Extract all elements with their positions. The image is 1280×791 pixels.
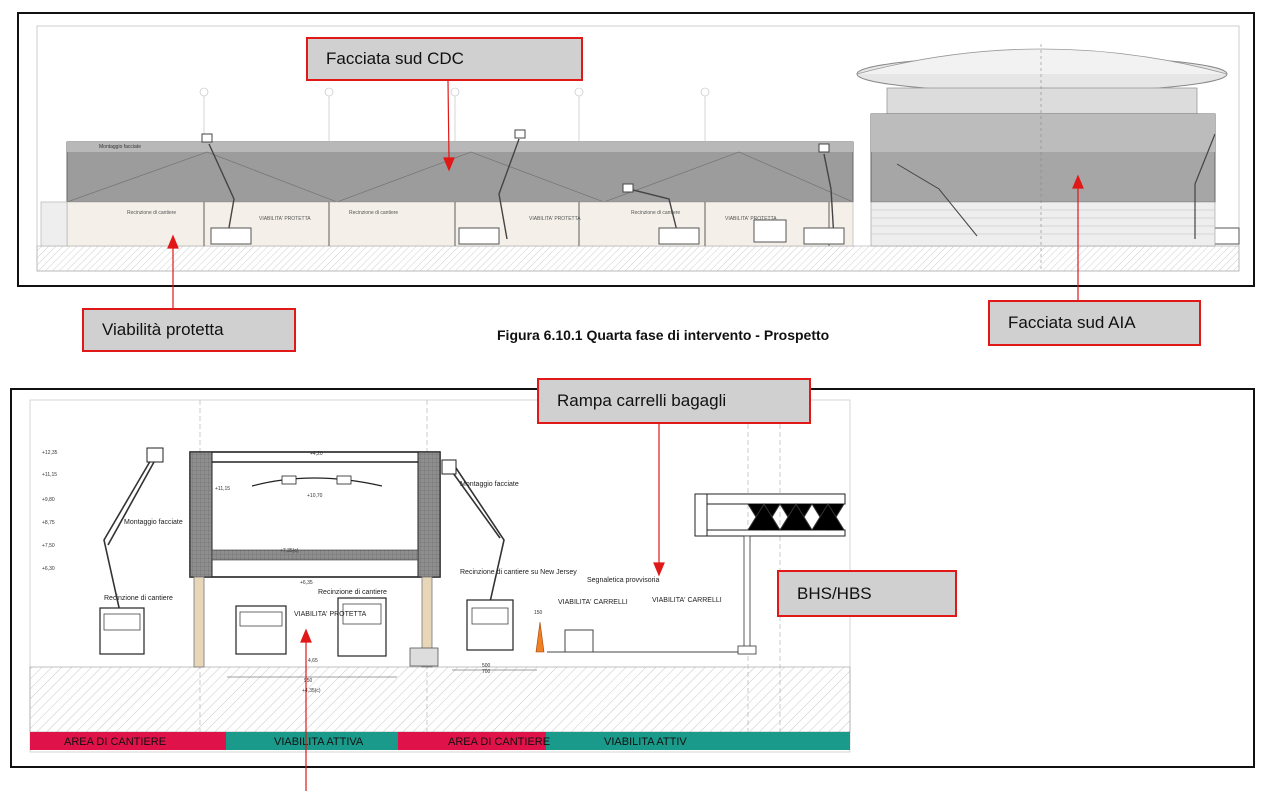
zone-band-cantiere-2 bbox=[398, 732, 546, 750]
section-drawing: +12,35 +11,15 +9,80 +8,75 +7,50 +6,30 +1… bbox=[29, 399, 851, 753]
label-segnaletica: Segnaletica provvisoria bbox=[587, 577, 659, 584]
label-viabilita-carrelli-2: VIABILITA' CARRELLI bbox=[652, 597, 722, 604]
elev-4: +8,75 bbox=[42, 520, 55, 526]
label-montaggio-left: Montaggio facciate bbox=[124, 519, 183, 526]
label-recinzione-left: Recinzione di cantiere bbox=[104, 595, 173, 602]
figure-caption: Figura 6.10.1 Quarta fase di intervento … bbox=[497, 327, 830, 343]
label-montaggio: Montaggio facciate bbox=[99, 144, 141, 150]
dim-3: +7,35(c) bbox=[280, 548, 299, 554]
label-viabilita-carrelli-1: VIABILITA' CARRELLI bbox=[558, 599, 628, 606]
dim-7: 950 bbox=[304, 678, 313, 684]
dim-9: 700 bbox=[482, 669, 491, 675]
callout-facciata-sud-cdc: Facciata sud CDC bbox=[306, 37, 583, 81]
dim-2: +10,70 bbox=[307, 493, 323, 499]
elev-1: +12,35 bbox=[42, 450, 58, 456]
elevation-drawing: Recinzione di cantiere Recinzione di can… bbox=[36, 25, 1240, 272]
zone-label-1: AREA DI CANTIERE bbox=[64, 736, 166, 748]
label-recinzione-3: Recinzione di cantiere bbox=[631, 210, 680, 216]
label-viabilita-3: VIABILITA' PROTETTA bbox=[725, 216, 777, 222]
callout-facciata-sud-aia: Facciata sud AIA bbox=[988, 300, 1201, 346]
label-recinzione-nj: Recinzione di cantiere su New Jersey bbox=[460, 569, 577, 576]
dim-12: 150 bbox=[534, 610, 543, 616]
label-recinzione-1: Recinzione di cantiere bbox=[127, 210, 176, 216]
elev-5: +7,50 bbox=[42, 543, 55, 549]
elev-2: +11,15 bbox=[42, 472, 57, 478]
zone-label-3: AREA DI CANTIERE bbox=[448, 736, 550, 748]
label-viabilita-protetta: VIABILITA' PROTETTA bbox=[294, 611, 367, 618]
label-viabilita-1: VIABILITA' PROTETTA bbox=[259, 216, 311, 222]
callout-viabilita-protetta: Viabilità protetta bbox=[82, 308, 296, 352]
zone-band-cantiere-1 bbox=[30, 732, 226, 750]
dim-1: +11,15 bbox=[215, 486, 230, 492]
label-montaggio-right: Montaggio facciate bbox=[460, 481, 519, 488]
elev-6: +6,30 bbox=[42, 566, 55, 572]
zone-band-viabilita-2 bbox=[546, 732, 850, 750]
label-recinzione-2: Recinzione di cantiere bbox=[349, 210, 398, 216]
dim-4: +6,35 bbox=[300, 580, 313, 586]
zone-label-2: VIABILITA ATTIVA bbox=[274, 736, 364, 748]
label-recinzione-mid: Recinzione di cantiere bbox=[318, 589, 387, 596]
callout-rampa-carrelli: Rampa carrelli bagagli bbox=[537, 378, 811, 424]
zone-band-viabilita-1 bbox=[226, 732, 398, 750]
dim-6: 4,65 bbox=[308, 658, 318, 664]
callout-bhs-hbs: BHS/HBS bbox=[777, 570, 957, 617]
zone-label-4: VIABILITA ATTIV bbox=[604, 736, 687, 748]
label-viabilita-2: VIABILITA' PROTETTA bbox=[529, 216, 581, 222]
dim-5: +4,20 bbox=[310, 451, 323, 457]
dim-11: +4,35(c) bbox=[302, 688, 321, 694]
elev-3: +9,80 bbox=[42, 497, 55, 503]
dim-8: 500 bbox=[482, 663, 491, 669]
